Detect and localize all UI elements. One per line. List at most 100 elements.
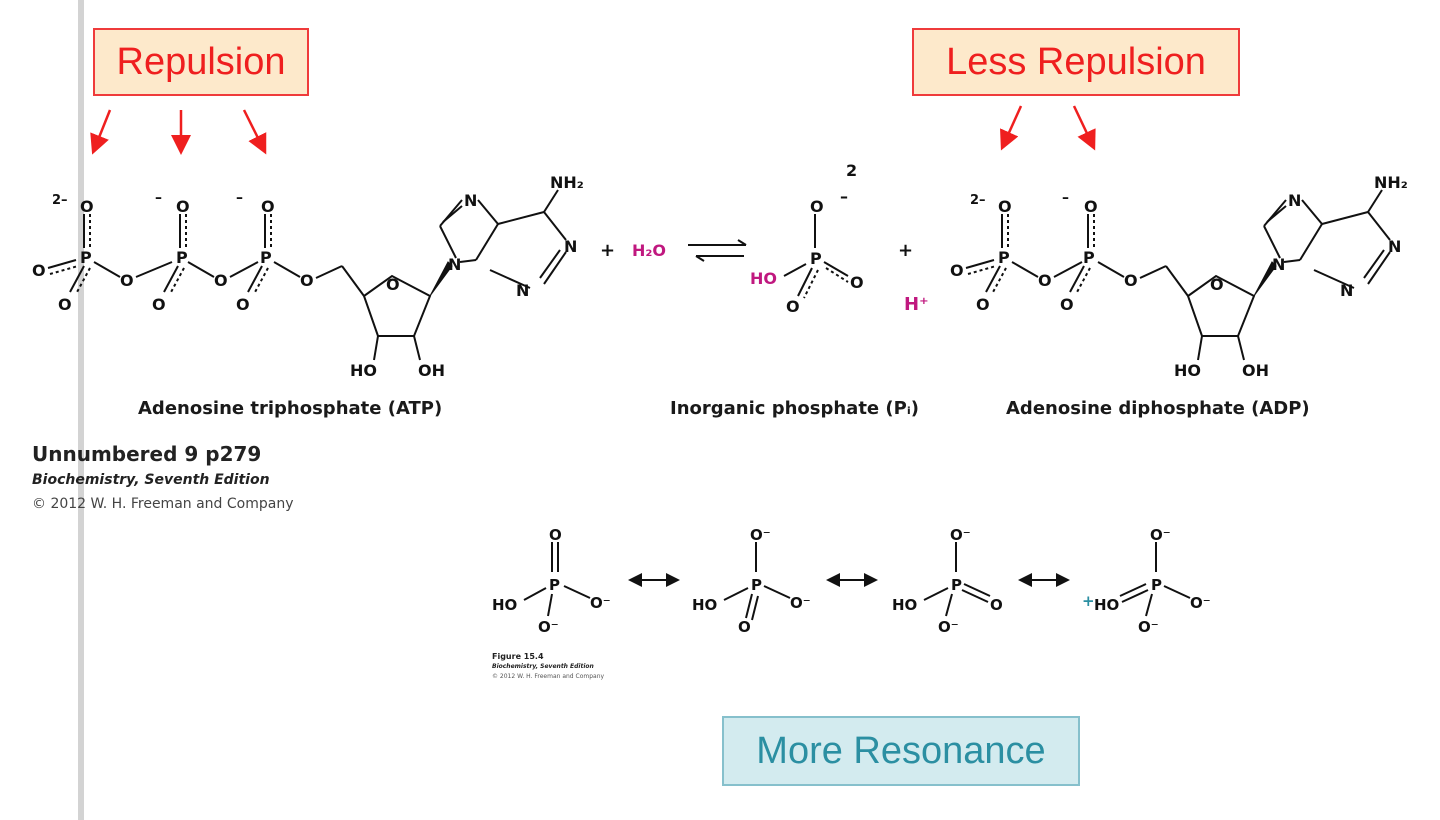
atom-label: O [998,197,1012,216]
atom-label: O [32,261,46,280]
atom-label: N [564,237,577,256]
atp-atoms: 2– O O P O O – O P O O – O P O O O HO OH… [32,173,584,380]
atom-label: P [951,576,962,594]
atom-label: – [1062,190,1069,206]
credit-title: Unnumbered 9 p279 [32,442,262,466]
atom-label: O [1124,271,1138,290]
atom-label: O [990,596,1003,614]
plus-sign: + [898,240,913,261]
less-repulsion-arrow [1000,105,1023,151]
atom-label: O [950,261,964,280]
atom-label: NH₂ [1374,173,1408,192]
atom-label: O [58,295,72,314]
atom-label: O⁻ [1138,618,1159,636]
atom-label: P [1151,576,1162,594]
water-label: H₂O [632,241,666,260]
atom-label: P [80,248,92,267]
atom-label: – [236,190,243,206]
pi-caption: Inorganic phosphate (Pᵢ) [670,398,920,419]
adp-atoms: 2– O O P O O – O P O O O HO OH N N NH₂ N… [950,173,1408,380]
atom-label: 2– [52,193,68,208]
repulsion-callout: Repulsion [93,28,309,96]
atom-label: O⁻ [1150,526,1171,544]
atom-label: O [386,275,400,294]
atom-label: O [261,197,275,216]
plus-charge: + [1082,592,1095,610]
atom-label: O [738,618,751,636]
atom-label: OH [418,361,445,380]
atom-label: N [1388,237,1401,256]
repulsion-arrows [90,105,1096,155]
atom-label: O [152,295,166,314]
atom-label: O [120,271,134,290]
atom-label: 2– [970,193,986,208]
atom-label: O [1210,275,1224,294]
atom-label: N [1340,281,1353,300]
atom-label: N [1272,255,1285,274]
atom-label: O [850,273,864,292]
atom-label: O [80,197,94,216]
atom-label: – [155,190,162,206]
atom-label: O⁻ [950,526,971,544]
atom-label: O⁻ [790,594,811,612]
reaction-middle: + H₂O 2 – O P HO O O + H⁺ [600,161,929,316]
atom-label: HO [750,269,777,288]
atom-label: O [1084,197,1098,216]
slide-edge-line [78,0,84,820]
atom-label: O⁻ [750,526,771,544]
atom-label: O [1060,295,1074,314]
atom-label: O [549,526,562,544]
atom-label: O⁻ [590,594,611,612]
atom-label: O⁻ [538,618,559,636]
atom-label: HO [1174,361,1201,380]
pi-bonds [783,214,849,299]
atom-label: N [1288,191,1301,210]
atom-label: N [448,255,461,274]
adp-caption: Adenosine diphosphate (ADP) [1006,398,1310,419]
atom-label: P [1083,248,1095,267]
atom-label: O [300,271,314,290]
atom-label: N [464,191,477,210]
less-repulsion-callout: Less Repulsion [912,28,1240,96]
more-resonance-text: More Resonance [756,729,1046,772]
atom-label: P [549,576,560,594]
more-resonance-callout: More Resonance [722,716,1080,786]
less-repulsion-arrow [1072,105,1096,151]
atom-label: P [751,576,762,594]
atom-label: O [810,197,824,216]
atom-label: P [810,249,822,268]
atom-label: HO [1094,596,1119,614]
atom-label: O [236,295,250,314]
atom-label: O [214,271,228,290]
atom-label: P [176,248,188,267]
figure-copyright: © 2012 W. H. Freeman and Company [492,673,605,680]
pi-charge-minus: – [840,187,848,206]
repulsion-text: Repulsion [116,40,286,83]
atom-label: HO [692,596,717,614]
resonance-structure-3 [923,542,991,617]
atom-label: O⁻ [1190,594,1211,612]
credit-book: Biochemistry, Seventh Edition [32,472,270,488]
resonance-structure-4 [1119,542,1191,617]
atom-label: P [998,248,1010,267]
resonance-structures: O P HO O⁻ O⁻ O⁻ P HO O⁻ O O⁻ P HO O [492,526,1211,636]
plus-sign: + [600,240,615,261]
atom-label: O [786,297,800,316]
atom-label: HO [350,361,377,380]
less-repulsion-text: Less Repulsion [946,40,1206,83]
credit-copyright: © 2012 W. H. Freeman and Company [32,496,294,512]
atom-label: O [976,295,990,314]
atom-label: O⁻ [938,618,959,636]
figure-book: Biochemistry, Seventh Edition [492,663,594,670]
atom-label: HO [492,596,517,614]
atp-bonds [47,189,567,361]
repulsion-arrow [242,109,267,155]
atom-label: N [516,281,529,300]
atom-label: P [260,248,272,267]
resonance-structure-2 [723,542,791,621]
adp-bonds [965,189,1391,361]
atom-label: OH [1242,361,1269,380]
atom-label: NH₂ [550,173,584,192]
proton-label: H⁺ [904,294,929,315]
